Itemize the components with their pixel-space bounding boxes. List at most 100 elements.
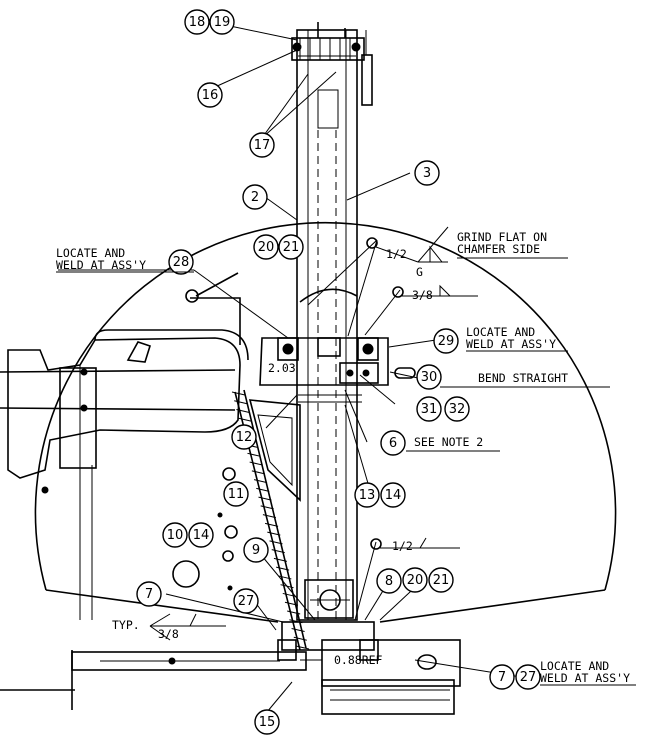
swing-arc-chord-right (379, 589, 606, 623)
balloon-6: 6 (380, 430, 406, 456)
balloon-number: 29 (438, 334, 455, 349)
balloon-14: 14 (380, 482, 406, 508)
note-chamfer-side: CHAMFER SIDE (457, 242, 540, 256)
chain-link (262, 514, 277, 519)
hole (222, 467, 236, 481)
balloon-27: 27 (515, 664, 541, 690)
balloon-number: 31 (421, 402, 438, 417)
mast (296, 29, 358, 621)
chain-link (291, 627, 305, 632)
weld-symbols (149, 226, 478, 661)
hole (222, 550, 234, 562)
balloon-circle (188, 522, 214, 548)
balloon-32: 32 (444, 396, 470, 422)
balloon-circle (402, 567, 428, 593)
balloon-number: 11 (228, 487, 245, 502)
chain-link (260, 505, 274, 510)
balloon-circle (253, 234, 279, 260)
chain-link (238, 417, 252, 422)
balloon-9: 9 (243, 537, 269, 563)
balloon-10: 10 (162, 522, 188, 548)
balloon-3: 3 (414, 160, 440, 186)
chain-link (282, 592, 296, 597)
leader-lines (58, 21, 522, 713)
chain-link (295, 645, 310, 650)
balloon-circle (376, 568, 402, 594)
balloon-number: 6 (389, 436, 397, 451)
balloon-number: 28 (173, 255, 190, 270)
chain-link (293, 636, 307, 641)
note-locate-weld-1b: WELD AT ASS'Y (56, 258, 146, 272)
balloon-circle (249, 132, 275, 158)
balloon-30: 30 (416, 364, 442, 390)
balloon-circle (489, 664, 515, 690)
chain-link (287, 610, 301, 615)
lower-bracket (304, 579, 354, 619)
chain-link (267, 531, 281, 536)
balloon-29: 29 (433, 328, 459, 354)
balloon-circle (233, 588, 259, 614)
balloon-28: 28 (168, 249, 194, 275)
balloon-8: 8 (376, 568, 402, 594)
balloon-circle (380, 482, 406, 508)
balloon-17: 17 (249, 132, 275, 158)
balloon-21: 21 (278, 234, 304, 260)
balloon-number: 15 (259, 715, 276, 730)
balloon-circle (197, 82, 223, 108)
chain-link (236, 409, 250, 414)
note-typ: TYP. (112, 618, 140, 632)
balloon-number: 20 (258, 240, 275, 255)
chain-link (278, 575, 292, 580)
chain-link (256, 487, 270, 492)
balloon-circle (515, 664, 541, 690)
balloon-2: 2 (242, 184, 268, 210)
balloon-circle (223, 481, 249, 507)
chain-link (273, 557, 288, 562)
balloon-11: 11 (223, 481, 249, 507)
balloon-number: 14 (193, 528, 210, 543)
balloon-number: 19 (214, 15, 231, 30)
balloon-circle (354, 482, 380, 508)
note-locate-weld-3b: WELD AT ASS'Y (540, 671, 630, 685)
balloon-16: 16 (197, 82, 223, 108)
balloon-20: 20 (402, 567, 428, 593)
note-underlines (56, 257, 636, 686)
balloon-circle (416, 396, 442, 422)
balloon-number: 16 (202, 88, 219, 103)
balloon-circle (209, 9, 235, 35)
note-bend-straight: BEND STRAIGHT (478, 371, 568, 385)
balloon-15: 15 (254, 709, 280, 735)
balloon-number: 9 (252, 543, 260, 558)
balloon-7: 7 (489, 664, 515, 690)
balloon-number: 27 (520, 670, 537, 685)
chain-link (231, 391, 246, 396)
balloon-number: 18 (189, 15, 206, 30)
dot (217, 512, 223, 518)
chain-links (231, 391, 310, 650)
balloon-number: 21 (283, 240, 300, 255)
balloon-circle (433, 328, 459, 354)
balloon-19: 19 (209, 9, 235, 35)
balloon-number: 8 (385, 574, 393, 589)
balloon-circle (231, 424, 257, 450)
guard-plate-inner (257, 414, 293, 487)
balloon-number: 13 (359, 488, 376, 503)
swing-arc (34, 221, 617, 591)
balloon-12: 12 (231, 424, 257, 450)
chain-link (269, 540, 283, 545)
balloon-number: 14 (385, 488, 402, 503)
balloon-circle (278, 234, 304, 260)
note-see-note-2: SEE NOTE 2 (414, 435, 483, 449)
balloon-number: 20 (407, 573, 424, 588)
balloon-7: 7 (136, 581, 162, 607)
balloon-31: 31 (416, 396, 442, 422)
chain-link (251, 470, 265, 475)
chain-link (258, 496, 272, 501)
balloon-number: 2 (251, 190, 259, 205)
chain-link (234, 400, 248, 405)
balloon-number: 7 (145, 587, 153, 602)
balloon-13: 13 (354, 482, 380, 508)
chain-link (247, 452, 261, 457)
